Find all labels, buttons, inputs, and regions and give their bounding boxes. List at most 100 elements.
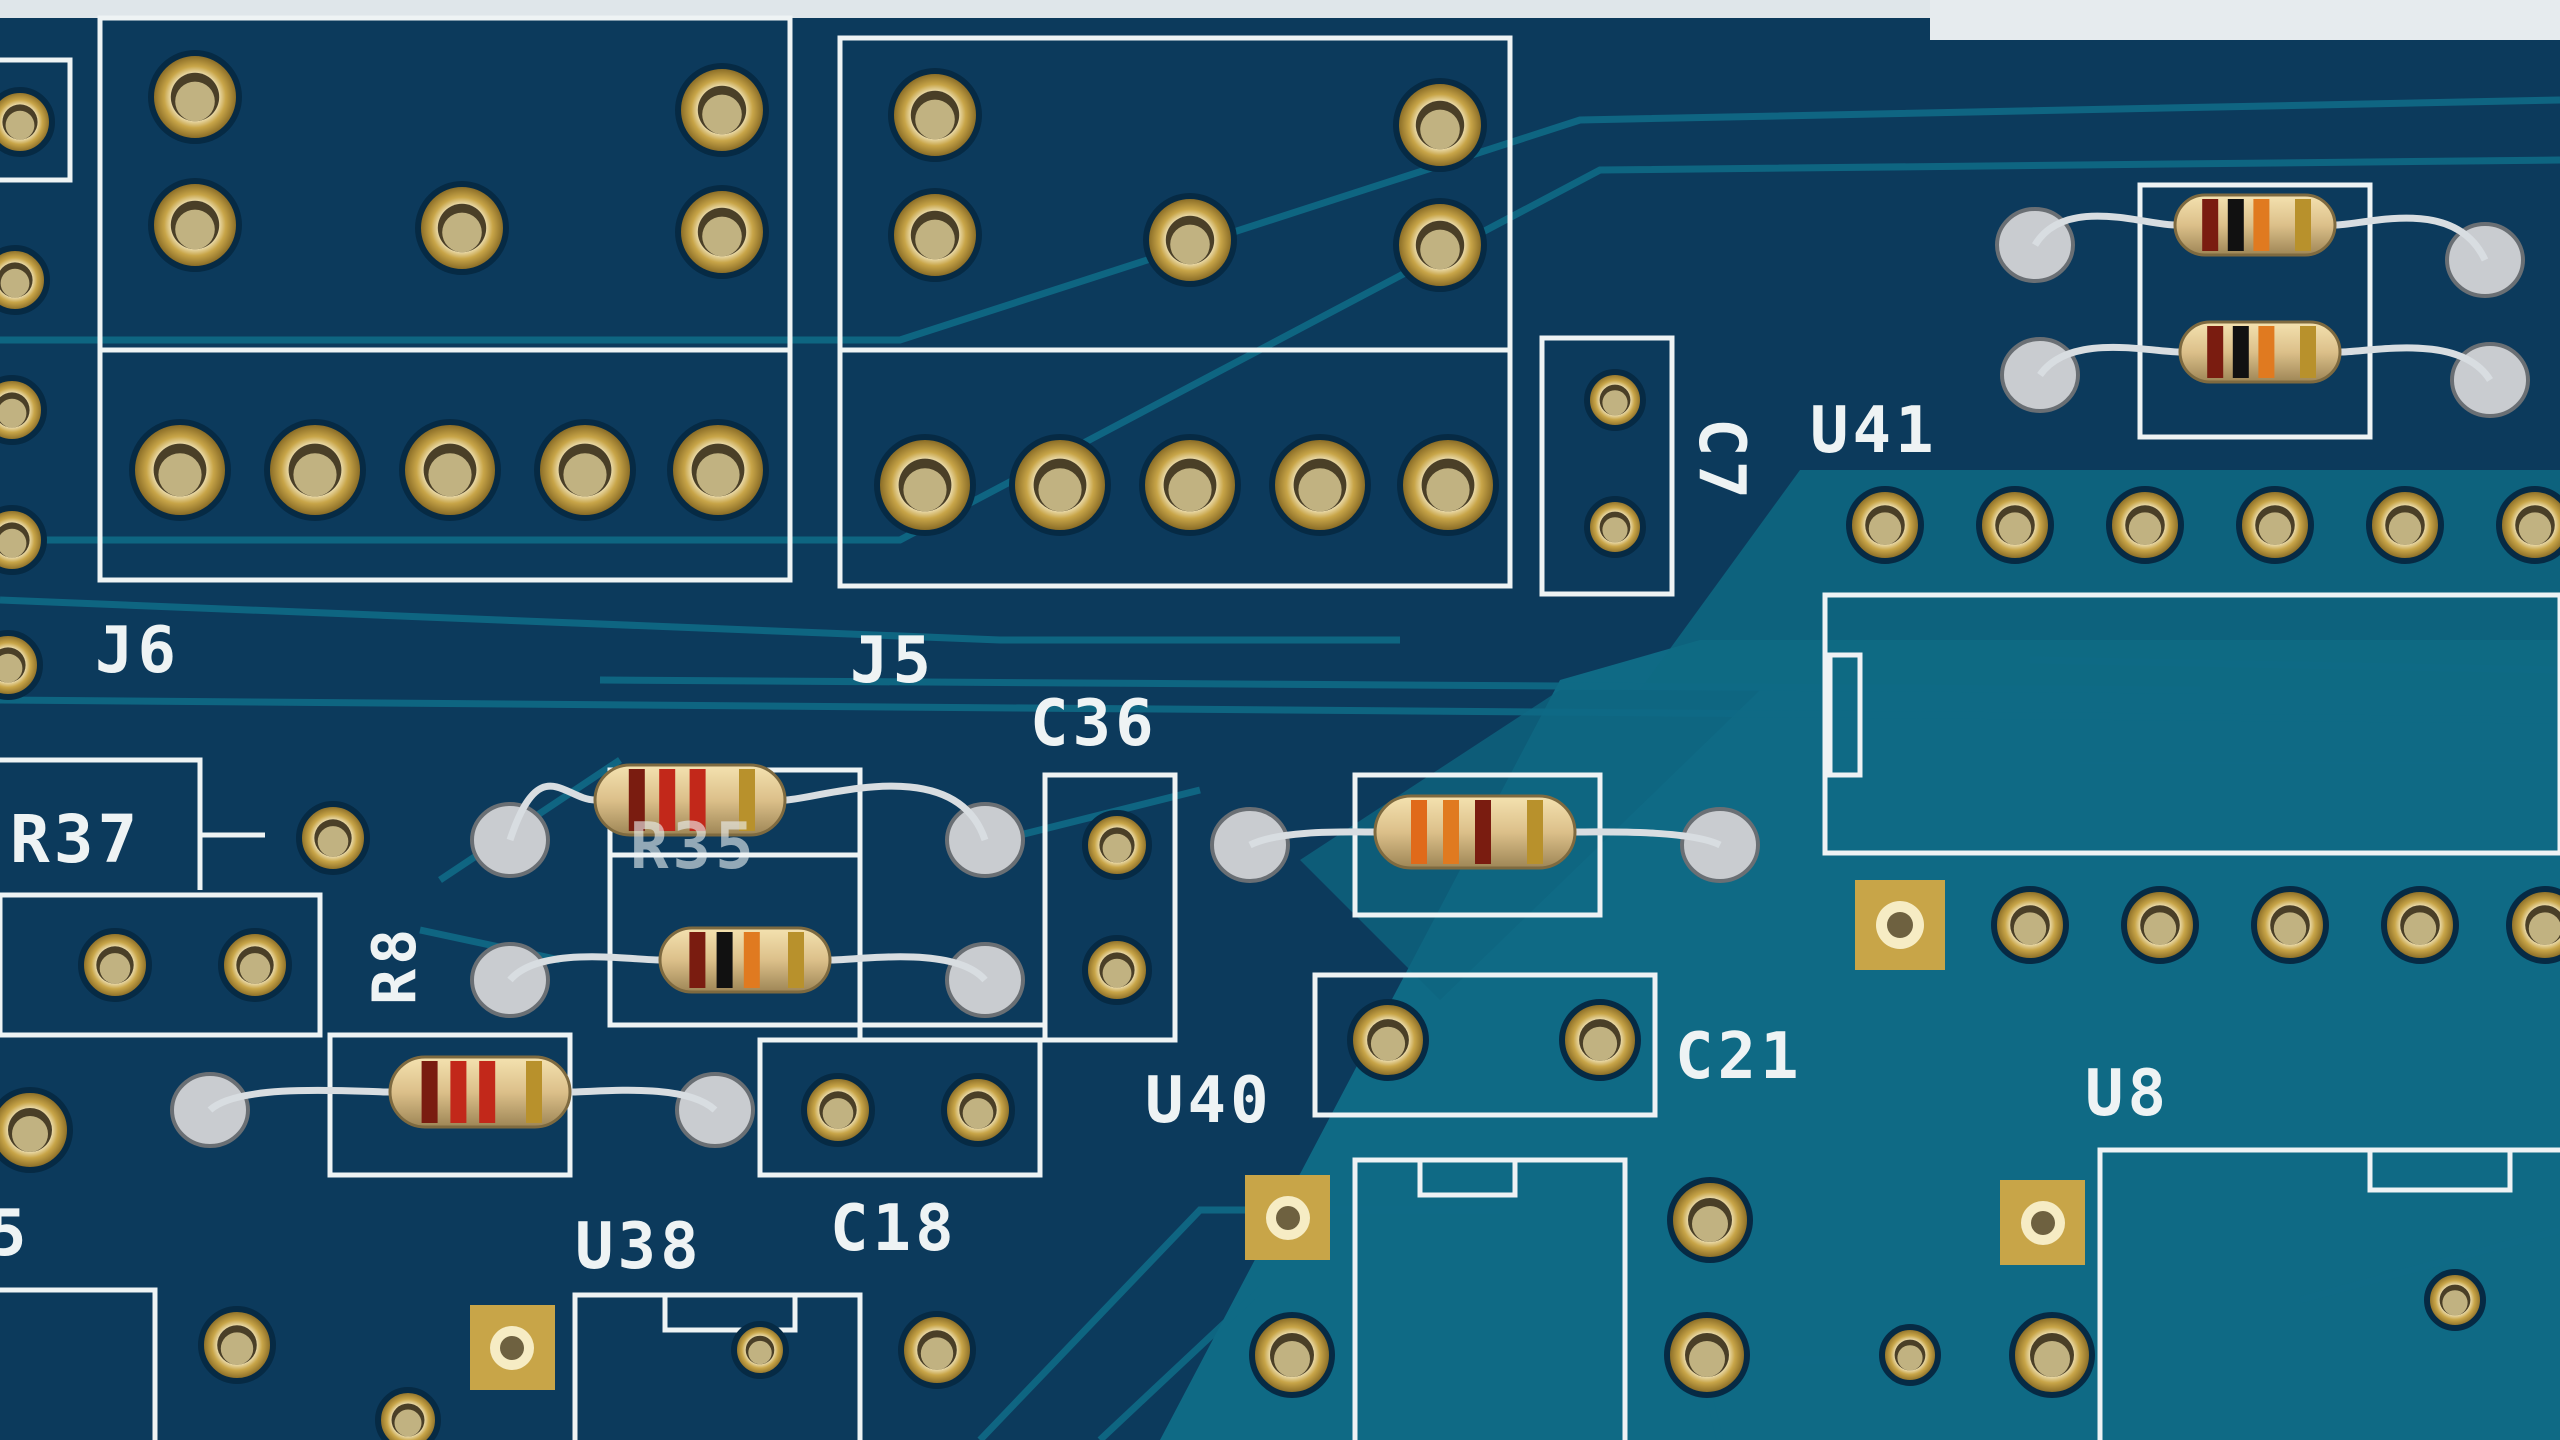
pad xyxy=(1397,434,1499,536)
resistor-band xyxy=(2258,326,2275,378)
pad xyxy=(198,1306,276,1384)
pad xyxy=(2496,486,2560,564)
pad-group xyxy=(0,50,2560,1440)
pad xyxy=(675,185,769,279)
pad xyxy=(1976,486,2054,564)
resistor xyxy=(1210,794,1760,883)
pad xyxy=(2506,886,2560,964)
board-top-edge xyxy=(0,0,2560,18)
pad xyxy=(874,434,976,536)
label-u40: U40 xyxy=(1145,1064,1273,1138)
pad xyxy=(898,1311,976,1389)
pad xyxy=(148,50,242,144)
square-pads xyxy=(470,880,2085,1390)
resistor-band xyxy=(2207,326,2224,378)
label-c21: C21 xyxy=(1675,1020,1803,1094)
resistor-band xyxy=(2227,199,2244,251)
pad xyxy=(1667,1177,1753,1263)
label-c7: C7 xyxy=(1684,418,1758,503)
board-top-right-white xyxy=(1930,0,2560,40)
label-j5: J5 xyxy=(850,624,935,698)
pad xyxy=(1082,810,1152,880)
pad xyxy=(1584,496,1646,558)
pad xyxy=(2251,886,2329,964)
pad xyxy=(218,928,292,1002)
resistor-band xyxy=(2295,199,2311,251)
label-u41: U41 xyxy=(1810,394,1938,468)
pad xyxy=(415,181,509,275)
resistor-band xyxy=(689,769,706,831)
label-j6: J6 xyxy=(95,614,180,688)
resistor-band xyxy=(659,769,676,831)
resistor xyxy=(1995,193,2525,298)
resistor-band xyxy=(1411,800,1427,864)
pad xyxy=(1991,886,2069,964)
label-u8: U8 xyxy=(2085,1057,2170,1131)
pad xyxy=(1664,1312,1750,1398)
resistor-band xyxy=(2300,326,2316,378)
pad xyxy=(1879,1324,1941,1386)
pad xyxy=(667,419,769,521)
pad xyxy=(1559,999,1641,1081)
pad xyxy=(2106,486,2184,564)
pad xyxy=(675,63,769,157)
pad xyxy=(1009,434,1111,536)
pad xyxy=(888,68,982,162)
pad xyxy=(2009,1312,2095,1398)
resistor-band xyxy=(716,932,733,988)
pad xyxy=(2236,486,2314,564)
label-r8: R8 xyxy=(360,925,430,1005)
resistor-band xyxy=(788,932,804,988)
pad xyxy=(0,245,50,315)
pad xyxy=(264,419,366,521)
pad xyxy=(375,1387,441,1440)
label-edge5: 5 xyxy=(0,1197,31,1271)
resistor-band xyxy=(2202,199,2219,251)
silkscreen-outlines xyxy=(0,15,2560,1440)
pad xyxy=(731,1321,789,1379)
resistor-band xyxy=(1443,800,1459,864)
resistor-band xyxy=(743,932,760,988)
pad xyxy=(1269,434,1371,536)
resistor-band xyxy=(450,1061,467,1123)
resistor-band xyxy=(526,1061,542,1123)
pad xyxy=(1139,434,1241,536)
pad xyxy=(1143,193,1237,287)
label-c18: C18 xyxy=(830,1192,958,1266)
resistor-band xyxy=(1527,800,1543,864)
pad xyxy=(888,188,982,282)
resistor-band xyxy=(421,1061,438,1123)
pad xyxy=(129,419,231,521)
pad xyxy=(2366,486,2444,564)
pad xyxy=(801,1073,875,1147)
pad xyxy=(1846,486,1924,564)
resistor xyxy=(2000,320,2530,418)
pad xyxy=(1393,78,1487,172)
resistor-band xyxy=(2232,326,2249,378)
pad xyxy=(0,375,47,445)
pad xyxy=(296,801,370,875)
label-c36: C36 xyxy=(1030,687,1158,761)
pad xyxy=(534,419,636,521)
label-r37: R37 xyxy=(10,801,141,878)
pad xyxy=(1584,369,1646,431)
resistor-band xyxy=(689,932,706,988)
pad xyxy=(1249,1312,1335,1398)
resistor-band xyxy=(1475,800,1491,864)
pad xyxy=(0,505,47,575)
resistor xyxy=(470,926,1025,1018)
resistor-band xyxy=(479,1061,496,1123)
pad xyxy=(1082,935,1152,1005)
label-u38: U38 xyxy=(575,1210,703,1284)
pad xyxy=(148,178,242,272)
resistor-group xyxy=(170,193,2530,1148)
pad xyxy=(0,87,55,157)
pad xyxy=(2381,886,2459,964)
pad xyxy=(1347,999,1429,1081)
resistor xyxy=(170,1055,755,1148)
pad xyxy=(0,630,43,700)
resistor-band xyxy=(739,769,755,831)
pad xyxy=(2424,1269,2486,1331)
pad xyxy=(2121,886,2199,964)
